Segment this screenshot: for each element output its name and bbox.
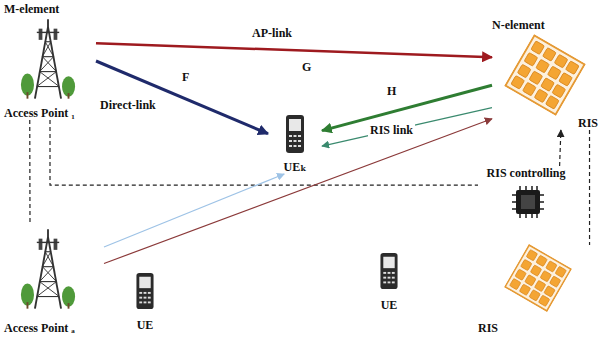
node-label: RIS xyxy=(578,116,598,130)
chip-icon xyxy=(512,208,516,210)
node-label: Access Point ₐ xyxy=(4,321,75,335)
link-label: H xyxy=(385,84,398,98)
chip-icon xyxy=(512,186,544,218)
user-equipment: UEₖ xyxy=(268,112,322,174)
user-equipment: UE xyxy=(368,250,410,312)
node-label: Access Point ₁ xyxy=(4,106,75,120)
user-equipment: UE xyxy=(124,270,166,332)
chip-icon xyxy=(519,186,521,190)
link-arrow xyxy=(50,120,478,185)
link-arrow xyxy=(589,130,590,245)
link-arrow xyxy=(560,130,561,166)
node-label: UE xyxy=(381,298,398,312)
chip-icon xyxy=(536,214,538,218)
chip-icon xyxy=(525,186,527,190)
ris-controller: RIS controlling xyxy=(478,166,574,226)
link-arrow xyxy=(29,120,30,225)
link-label: AP-link xyxy=(250,26,294,40)
node-label: RIS xyxy=(478,321,498,335)
access-point: Access Point ₐ xyxy=(4,225,104,335)
link-arrow xyxy=(96,43,492,57)
tower-icon xyxy=(21,19,75,98)
phone-icon xyxy=(286,115,304,153)
chip-icon xyxy=(525,214,527,218)
node-label: RIS controlling xyxy=(487,166,566,180)
node-label: N-element xyxy=(492,18,545,32)
chip-icon xyxy=(521,195,535,209)
chip-icon xyxy=(512,201,516,203)
link-arrow xyxy=(322,108,492,147)
node-label: M-element xyxy=(4,2,59,16)
chip-icon xyxy=(516,190,540,214)
ris-panel xyxy=(505,245,571,311)
chip-icon xyxy=(512,186,544,218)
node-label: UEₖ xyxy=(284,160,307,174)
ris-surface: N-elementRIS xyxy=(492,18,598,130)
link-label: RIS link xyxy=(368,123,415,137)
chip-icon xyxy=(531,214,533,218)
channel-symbol: F xyxy=(180,70,191,84)
phone-icon xyxy=(136,273,153,309)
chip-icon xyxy=(540,208,544,210)
link-arrow xyxy=(104,174,284,247)
tower-icon xyxy=(21,229,75,308)
phone-icon xyxy=(380,253,397,289)
chip-icon xyxy=(531,186,533,190)
chip-icon xyxy=(536,186,538,190)
chip-icon xyxy=(540,201,544,203)
access-point: M-elementAccess Point ₁ xyxy=(4,2,96,120)
node-label: UE xyxy=(137,318,154,332)
chip-icon xyxy=(512,194,516,196)
chip-icon xyxy=(519,214,521,218)
ris-surface: RIS xyxy=(478,245,593,335)
link-label: Direct-link xyxy=(98,98,158,112)
link-arrow xyxy=(104,119,492,264)
channel-symbol: G xyxy=(300,60,313,74)
ris-panel xyxy=(505,35,584,114)
chip-icon xyxy=(540,194,544,196)
link-arrow xyxy=(96,61,268,134)
